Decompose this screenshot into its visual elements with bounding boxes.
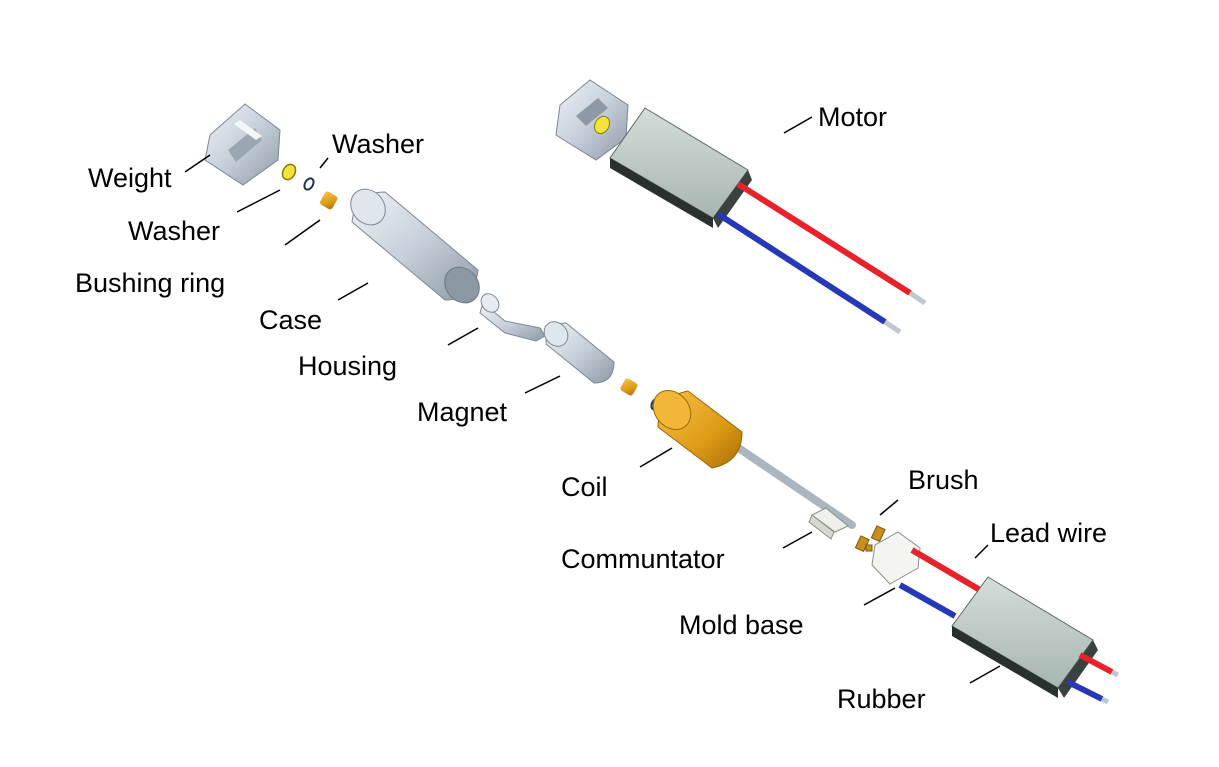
label-mold-base: Mold base xyxy=(679,610,804,640)
label-magnet: Magnet xyxy=(417,397,508,427)
coil-part xyxy=(652,390,743,469)
washer-yellow-part xyxy=(281,163,297,181)
rubber-red-tip xyxy=(1110,669,1120,678)
case-part xyxy=(350,188,480,304)
motor-blue-tip xyxy=(883,319,902,335)
housing-part xyxy=(479,293,546,342)
weight-part xyxy=(204,103,281,186)
label-coil: Coil xyxy=(561,472,608,502)
label-rubber: Rubber xyxy=(837,684,926,714)
commutator-part xyxy=(808,507,849,540)
rubber-red-wire xyxy=(1078,652,1114,675)
magnet-part xyxy=(543,321,615,384)
washer-dark-part xyxy=(303,177,315,191)
bushing-ring-part xyxy=(320,191,338,210)
label-motor: Motor xyxy=(818,102,888,132)
assembled-motor xyxy=(555,79,752,228)
mold-base-part xyxy=(871,531,921,585)
label-washer-top: Washer xyxy=(332,129,425,159)
lower-red-wire xyxy=(910,547,982,593)
label-bushing-ring: Bushing ring xyxy=(75,268,226,298)
rubber-blue-wire xyxy=(1066,679,1104,702)
rubber-blue-tip xyxy=(1100,696,1110,705)
brush-part xyxy=(854,525,886,553)
label-brush: Brush xyxy=(908,465,979,495)
rubber-part xyxy=(951,576,1098,698)
lower-blue-wire xyxy=(898,582,957,619)
label-washer-left: Washer xyxy=(128,216,221,246)
label-lead-wire: Lead wire xyxy=(990,518,1108,548)
label-weight: Weight xyxy=(88,163,172,193)
motor-red-wire xyxy=(736,181,912,296)
label-case: Case xyxy=(259,305,323,335)
motor-red-tip xyxy=(908,290,927,306)
bearing-part xyxy=(620,378,638,396)
label-housing: Housing xyxy=(298,351,398,381)
label-commutator: Communtator xyxy=(561,544,725,574)
motor-blue-wire xyxy=(716,211,887,325)
leader-lines xyxy=(184,116,1001,684)
